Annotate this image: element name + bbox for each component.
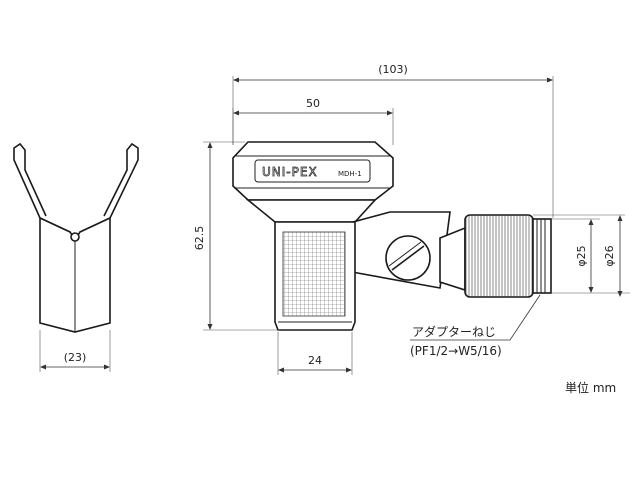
- dimension-diameters: φ25 φ26: [533, 214, 630, 297]
- dimension-clip-width: (23): [39, 330, 111, 372]
- dim-clip-width-label: (23): [64, 351, 87, 364]
- dim-grip-width-label: 24: [308, 354, 322, 367]
- dimension-head-width: 50: [232, 97, 394, 145]
- dim-head-width-label: 50: [306, 97, 320, 110]
- model-text: MDH-1: [338, 170, 362, 178]
- adapter-label-1: アダプターねじ: [412, 324, 496, 339]
- grip-mesh: [282, 231, 346, 317]
- dim-dia-inner-label: φ25: [575, 245, 588, 266]
- holder-front-view: UNI-PEX MDH-1: [232, 141, 552, 331]
- unit-label: 単位 mm: [565, 380, 616, 395]
- adapter-callout: アダプターねじ (PF1/2→W5/16): [410, 294, 541, 358]
- name-plate: [254, 159, 371, 183]
- dim-height-label: 62.5: [193, 226, 206, 251]
- dimension-grip-width: 24: [277, 332, 353, 375]
- dim-dia-outer-label: φ26: [603, 245, 616, 266]
- clip-side-view: [13, 142, 139, 333]
- dim-overall-length-label: (103): [378, 63, 408, 76]
- dimension-height: 62.5: [193, 141, 280, 331]
- brand-text: UNI-PEX: [262, 165, 318, 179]
- knurled-ring: [464, 214, 534, 298]
- adapter-label-2: (PF1/2→W5/16): [410, 344, 502, 358]
